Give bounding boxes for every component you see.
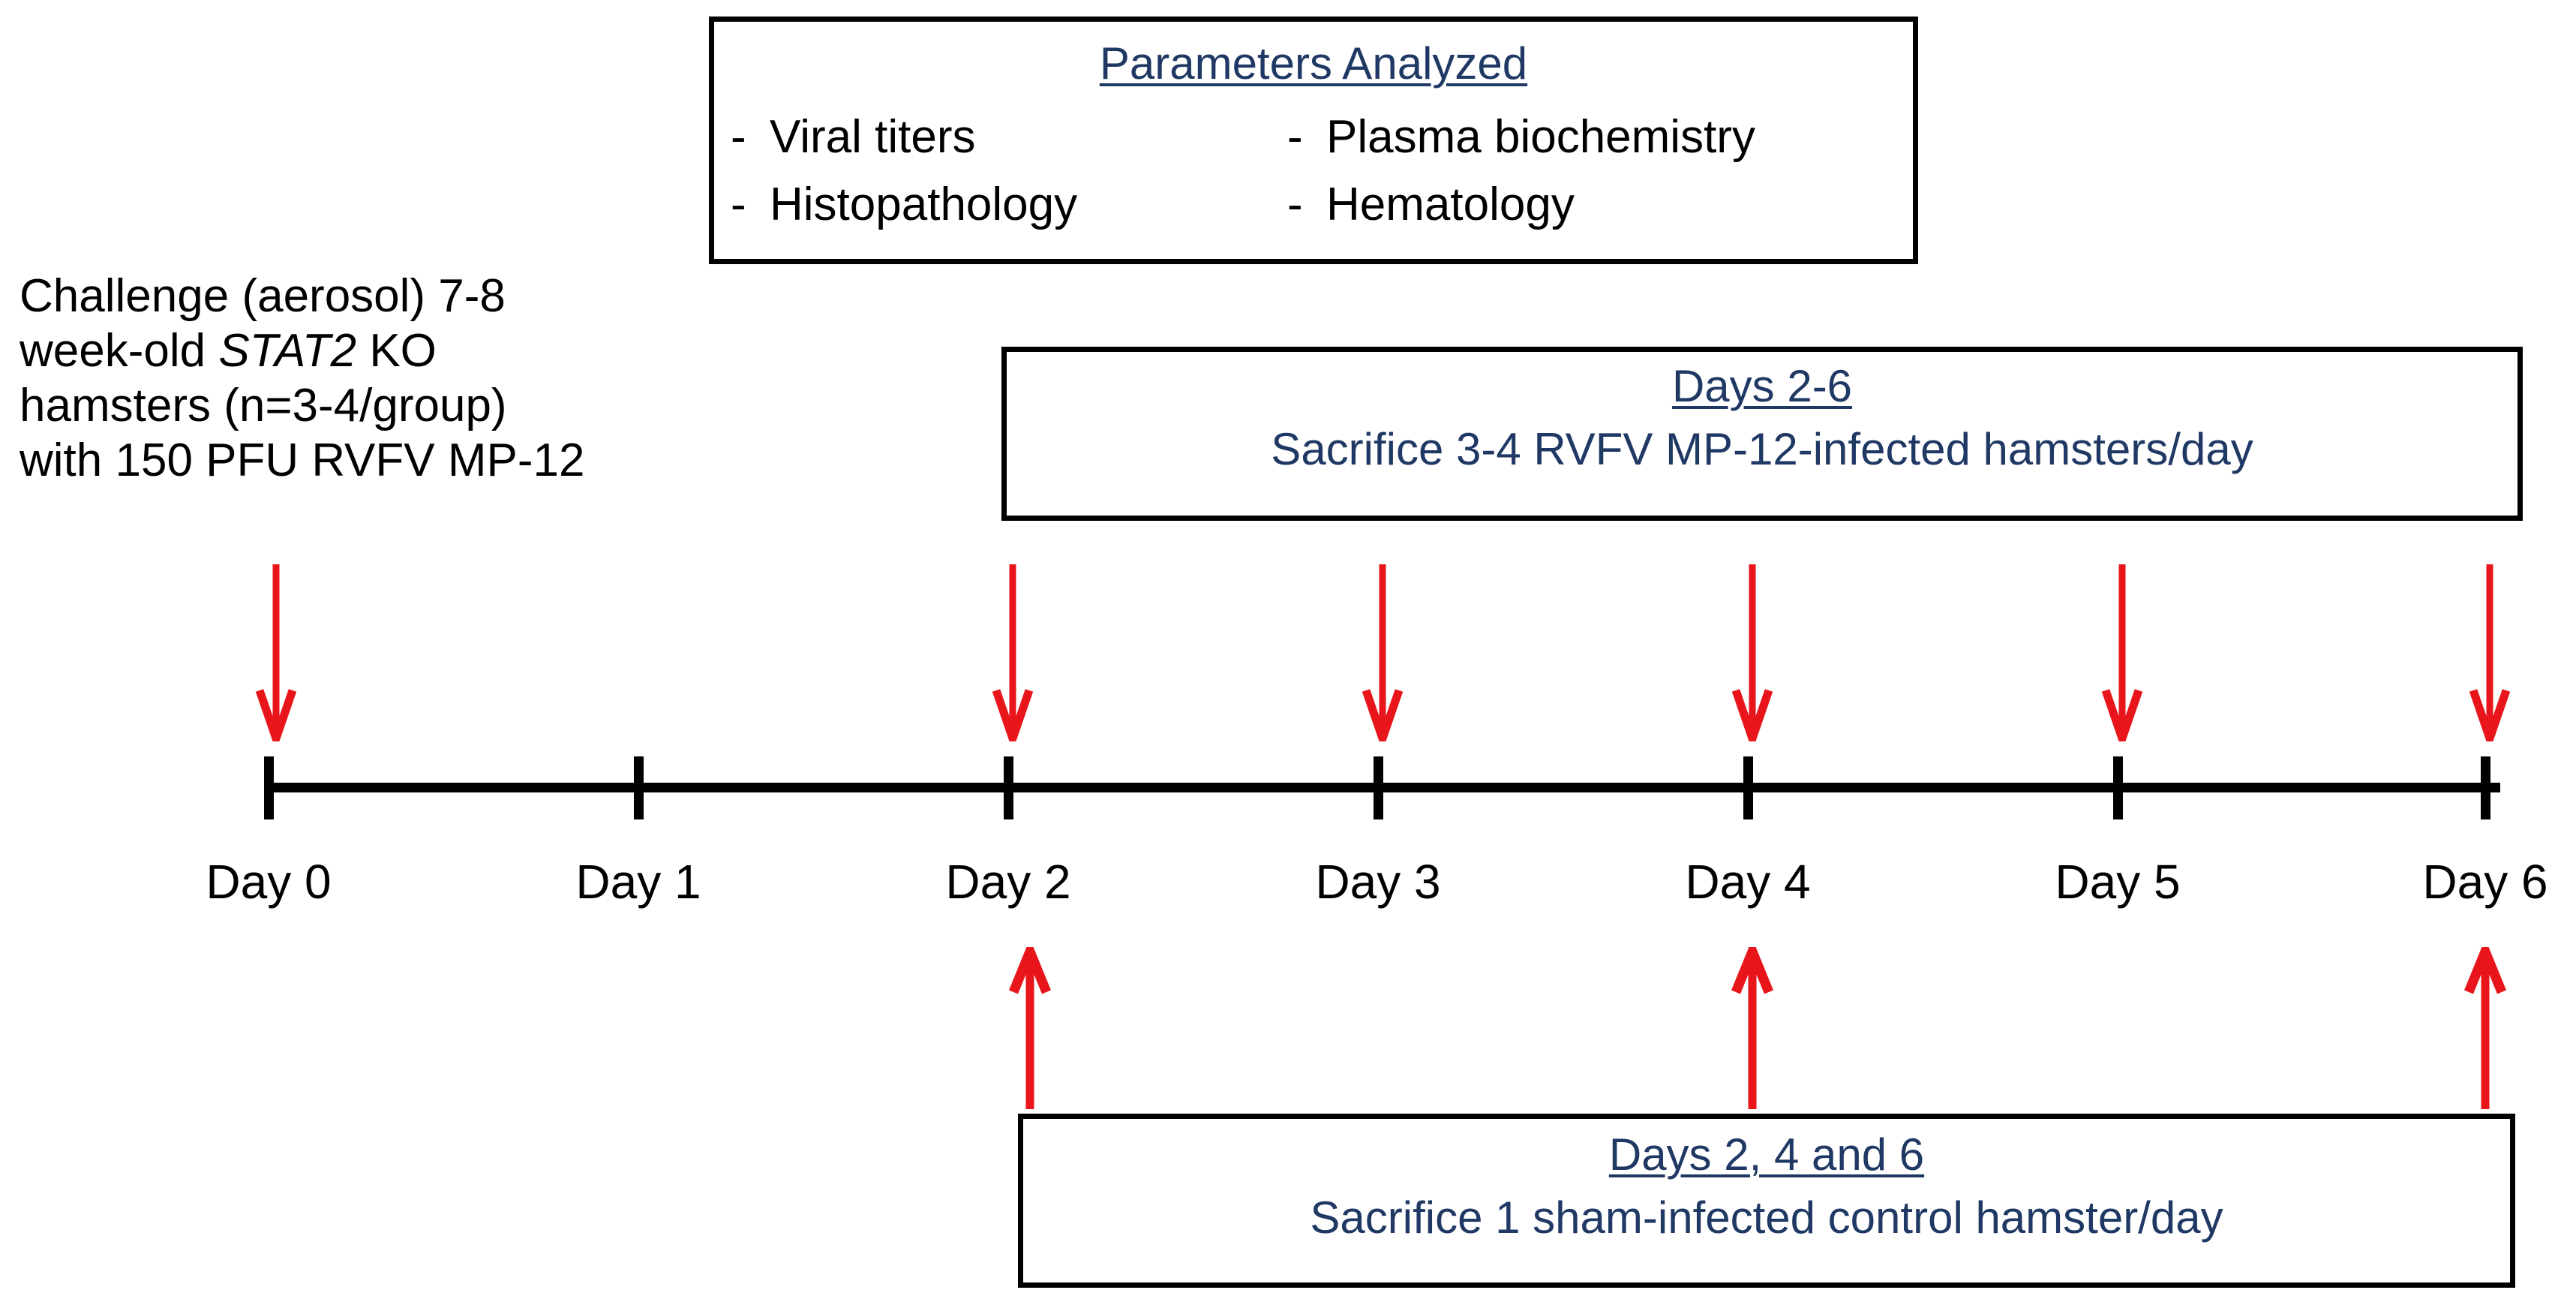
timeline-tick-day-1: [634, 756, 644, 819]
parameter-item-hematology: - Hematology: [1287, 178, 1902, 231]
control-sacrifice-box: Days 2, 4 and 6 Sacrifice 1 sham-infecte…: [1018, 1114, 2515, 1288]
parameter-item-plasma-biochemistry: - Plasma biochemistry: [1287, 110, 1902, 164]
challenge-line-1: Challenge (aerosol) 7-8: [20, 270, 506, 322]
bullet-dash-icon: -: [1287, 179, 1303, 230]
parameters-analyzed-box: Parameters Analyzed - Viral titers - Pla…: [709, 17, 1918, 264]
timeline-axis: [269, 783, 2500, 792]
down-arrow-icon-day-0: [254, 564, 299, 741]
parameter-item-viral-titers: - Viral titers: [731, 110, 1287, 164]
down-arrow-icon-day-6: [2467, 564, 2512, 741]
parameters-list: - Viral titers - Plasma biochemistry - H…: [731, 110, 1902, 245]
control-sacrifice-subtitle: Sacrifice 1 sham-infected control hamste…: [1310, 1192, 2223, 1243]
challenge-line-4: with 150 PFU RVFV MP-12: [20, 434, 585, 487]
day-label-0: Day 0: [206, 855, 332, 909]
day-label-1: Day 1: [575, 855, 701, 909]
bullet-dash-icon: -: [731, 179, 746, 230]
up-arrow-icon-day-4: [1730, 947, 1775, 1109]
timeline-tick-day-6: [2481, 756, 2490, 819]
up-arrow-icon-day-2: [1007, 947, 1052, 1109]
day-label-4: Day 4: [1685, 855, 1811, 909]
challenge-line-2-prefix: week-old: [20, 325, 219, 377]
down-arrow-icon-day-4: [1730, 564, 1775, 741]
infected-sacrifice-subtitle: Sacrifice 3-4 RVFV MP-12-infected hamste…: [1271, 424, 2253, 474]
parameter-label: Viral titers: [770, 111, 976, 163]
down-arrow-icon-day-2: [990, 564, 1035, 741]
day-label-6: Day 6: [2422, 855, 2548, 909]
bullet-dash-icon: -: [1287, 111, 1303, 163]
timeline-tick-day-2: [1004, 756, 1013, 819]
parameter-item-histopathology: - Histopathology: [731, 178, 1287, 231]
down-arrow-icon-day-5: [2100, 564, 2145, 741]
parameter-label: Hematology: [1326, 179, 1575, 230]
bullet-dash-icon: -: [731, 111, 746, 163]
day-label-2: Day 2: [945, 855, 1071, 909]
challenge-description: Challenge (aerosol) 7-8 week-old STAT2 K…: [20, 269, 755, 489]
infected-sacrifice-box: Days 2-6 Sacrifice 3-4 RVFV MP-12-infect…: [1001, 347, 2523, 521]
infected-sacrifice-title: Days 2-6: [1671, 361, 1853, 411]
down-arrow-icon-day-3: [1360, 564, 1405, 741]
challenge-line-2-suffix: KO: [356, 325, 437, 377]
timeline-tick-day-0: [264, 756, 274, 819]
day-label-3: Day 3: [1315, 855, 1441, 909]
timeline-tick-day-5: [2113, 756, 2123, 819]
parameter-label: Histopathology: [770, 179, 1078, 230]
parameter-label: Plasma biochemistry: [1326, 111, 1755, 163]
day-label-5: Day 5: [2055, 855, 2181, 909]
timeline-tick-day-4: [1743, 756, 1753, 819]
gene-name-stat2: STAT2: [218, 325, 357, 377]
parameters-analyzed-title: Parameters Analyzed: [1099, 38, 1528, 89]
up-arrow-icon-day-6: [2463, 947, 2508, 1109]
control-sacrifice-title: Days 2, 4 and 6: [1608, 1129, 1925, 1180]
challenge-line-3: hamsters (n=3-4/group): [20, 380, 507, 432]
timeline-tick-day-3: [1374, 756, 1383, 819]
